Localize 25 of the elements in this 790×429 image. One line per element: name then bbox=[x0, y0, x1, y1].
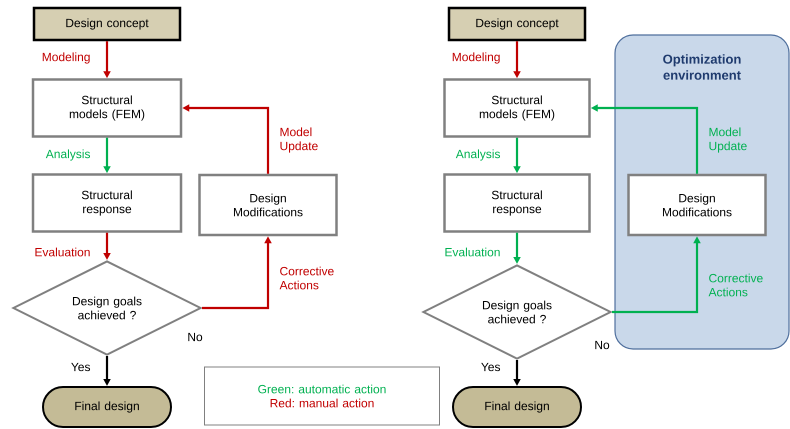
edge-label: Corrective Actions bbox=[280, 266, 334, 290]
branch-label: No bbox=[595, 340, 610, 350]
process-box: Structural models (FEM) bbox=[32, 78, 182, 138]
legend-box: Green: automatic action Red: manual action bbox=[204, 366, 440, 426]
start-box: Design concept bbox=[32, 6, 182, 42]
edge-label: Yes bbox=[71, 362, 90, 372]
edge-label: Evaluation bbox=[35, 248, 90, 256]
edge-label: Analysis bbox=[46, 149, 90, 161]
process-box: Structural models (FEM) bbox=[443, 78, 591, 138]
edge-label: Model Update bbox=[280, 127, 318, 153]
end-terminal: Final design bbox=[452, 386, 582, 428]
process-box: Structural response bbox=[32, 173, 182, 233]
edge-label: Model Update bbox=[709, 127, 747, 153]
end-terminal: Final design bbox=[42, 386, 172, 428]
start-box: Design concept bbox=[448, 6, 586, 42]
edge-label: Yes bbox=[481, 362, 500, 372]
edge-label: Evaluation bbox=[445, 248, 500, 256]
process-box: Design Modifications bbox=[627, 174, 767, 236]
edge-label: Analysis bbox=[456, 149, 500, 161]
process-box: Design Modifications bbox=[198, 174, 338, 236]
branch-label: No bbox=[188, 332, 202, 342]
edge-label: Corrective Actions bbox=[708, 274, 763, 296]
edge-label: Modeling bbox=[42, 52, 90, 64]
edge-label: Modeling bbox=[452, 52, 500, 64]
process-box: Structural response bbox=[443, 173, 591, 233]
